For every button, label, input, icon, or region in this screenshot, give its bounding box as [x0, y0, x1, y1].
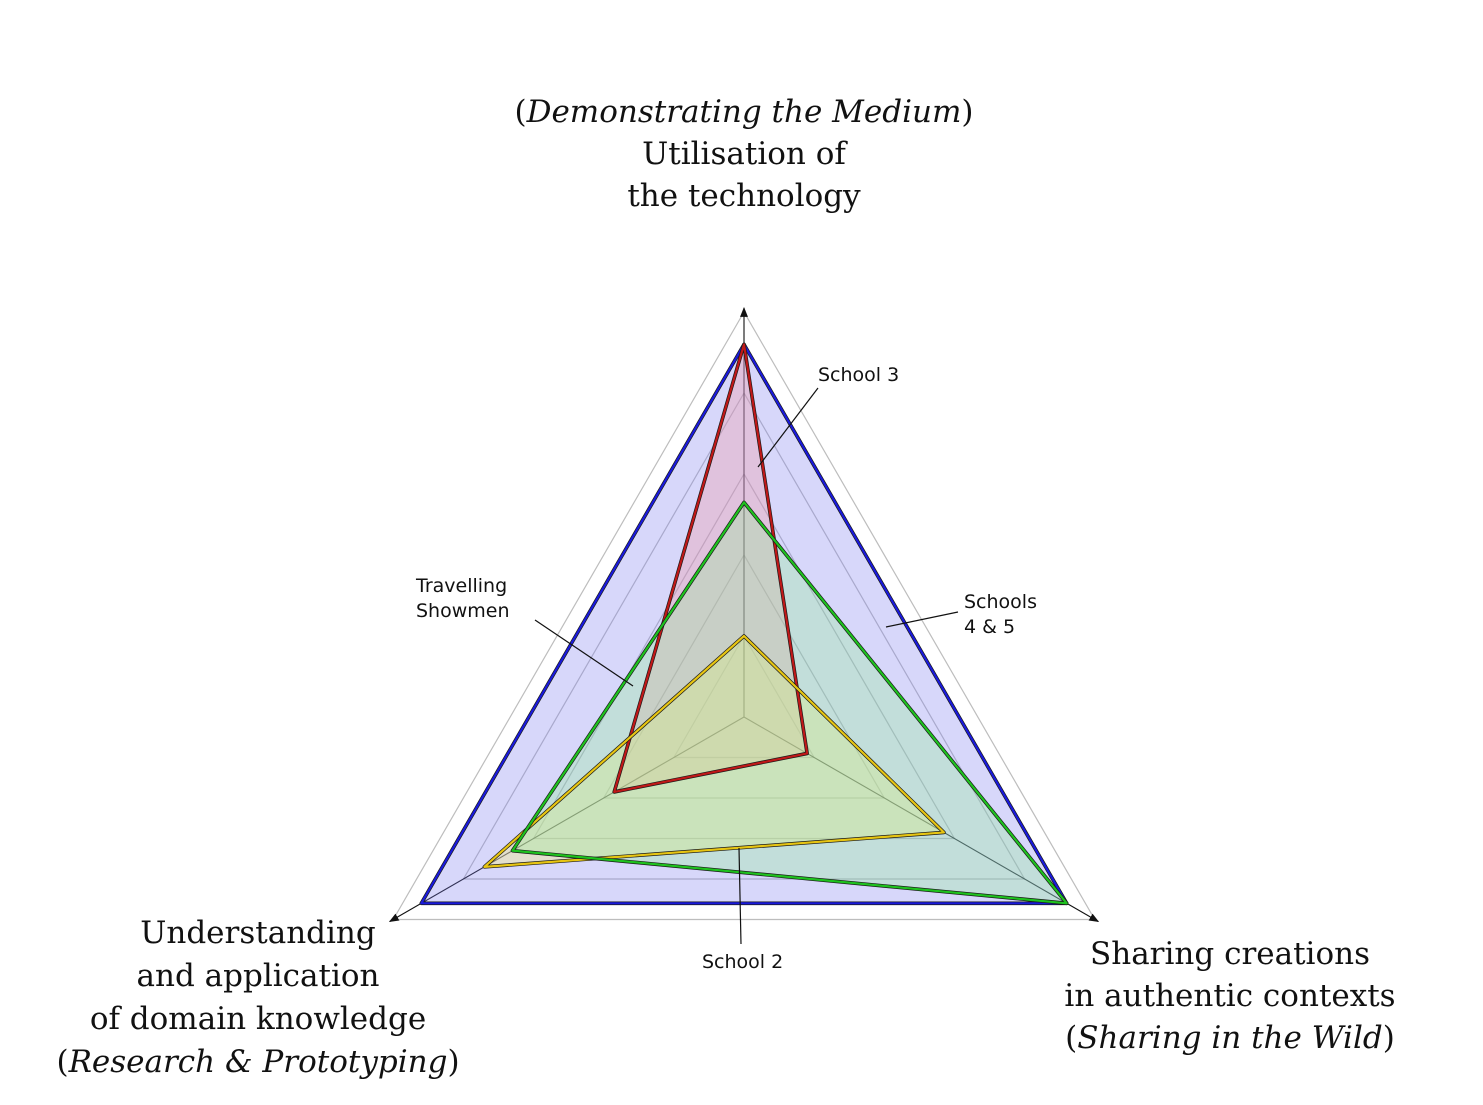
label-technology-line-2: Utilisation of	[642, 136, 848, 172]
series-fill-travelling-showmen	[484, 636, 944, 867]
axes	[388, 306, 1100, 923]
leader-line-3	[534, 619, 634, 687]
leader-line-1	[885, 611, 959, 628]
label-domain-line-1: Understanding	[140, 915, 375, 951]
axis-domain	[388, 716, 745, 923]
label-sharing-line-1: Sharing creations	[1090, 936, 1370, 972]
series-line-school-3	[613, 343, 809, 794]
series-fill-schools-4-5	[421, 344, 1067, 904]
label-domain-line-2: and application	[137, 958, 380, 994]
series-fill-school-2	[512, 502, 1067, 904]
axis-label-sharing: Sharing creations in authentic contexts (S…	[1064, 936, 1395, 1056]
leader-line-4	[738, 847, 742, 945]
axis-sharing	[743, 716, 1100, 923]
grid-ring-1	[672, 634, 816, 759]
label-technology-line-3: the technology	[627, 178, 861, 214]
axis-label-technology: (Demonstrating the Medium) Utilisation of…	[515, 94, 974, 214]
label-domain-line-4: (Research & Prototyping)	[56, 1044, 459, 1080]
grid-ring-5	[392, 310, 1096, 921]
grid-ring-2	[602, 553, 886, 799]
label-technology-line-1: (Demonstrating the Medium)	[515, 94, 974, 130]
series-line-schools-4-5	[420, 343, 1068, 905]
label-sharing-line-2: in authentic contexts	[1064, 978, 1395, 1014]
series-label-school-3: School 3	[818, 364, 899, 386]
series-label-school-2: School 2	[702, 951, 783, 973]
axis-label-domain: Understanding and application of domain kn…	[56, 915, 459, 1080]
label-domain-line-3: of domain knowledge	[90, 1001, 426, 1037]
series-line-school-2	[511, 501, 1068, 905]
series-polygons	[419, 342, 1069, 906]
series-fill-school-3	[614, 344, 808, 792]
grid-ring-3	[532, 472, 956, 840]
label-sharing-line-3: (Sharing in the Wild)	[1065, 1020, 1395, 1056]
series-line-travelling-showmen	[483, 634, 946, 868]
grid-rings	[392, 310, 1096, 921]
grid-ring-4	[462, 391, 1026, 880]
leader-lines	[534, 387, 959, 945]
leader-line-2	[757, 387, 819, 468]
